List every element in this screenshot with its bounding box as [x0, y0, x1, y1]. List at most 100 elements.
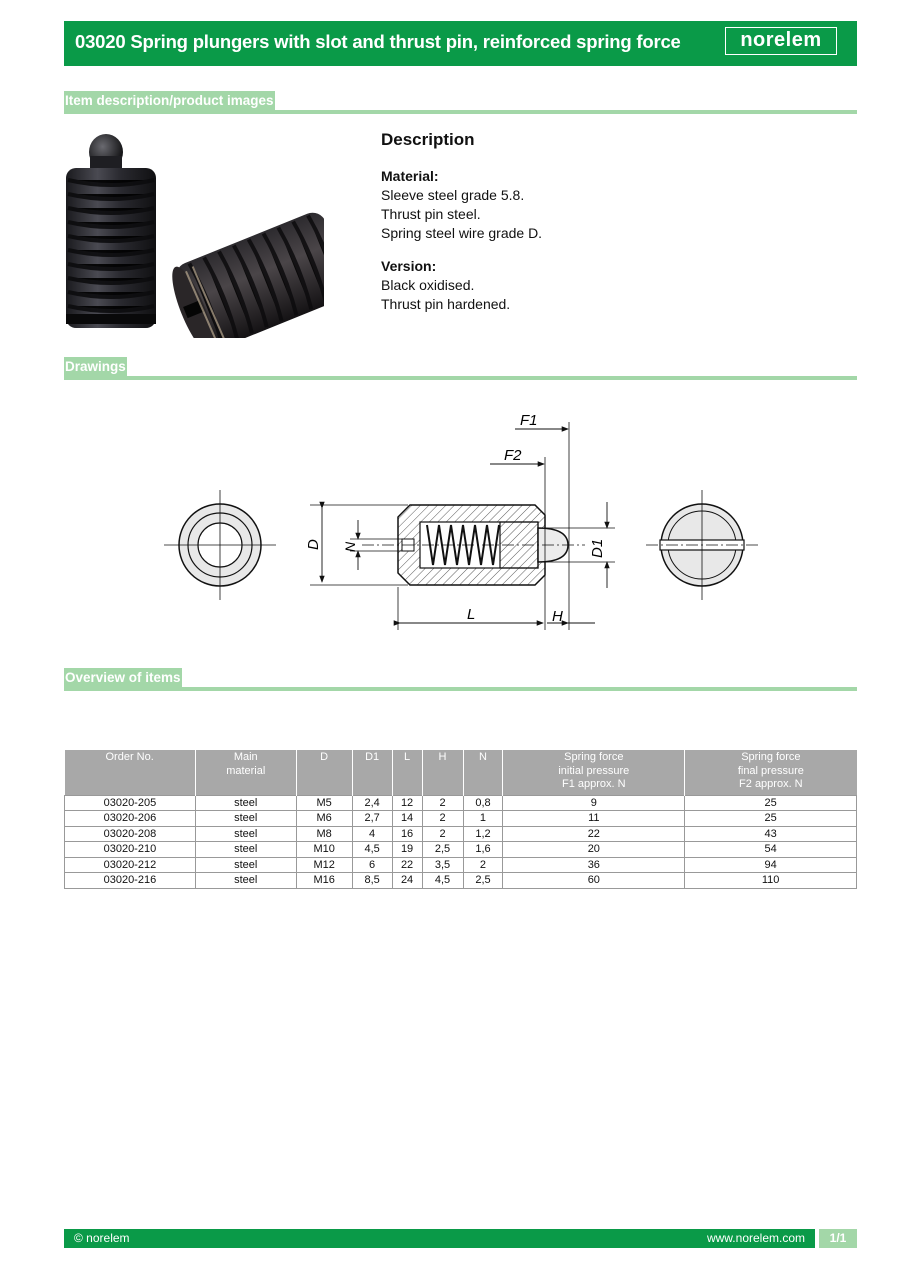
- table-header-line: initial pressure: [558, 764, 630, 777]
- table-cell: 03020-205: [64, 794, 196, 811]
- page-title: 03020 Spring plungers with slot and thru…: [75, 31, 681, 52]
- table-cell: 03020-216: [64, 872, 196, 889]
- table-cell: 3,5: [421, 856, 464, 873]
- table-cell: 2,4: [351, 794, 393, 811]
- description-heading: Description: [381, 130, 475, 149]
- table-cell: 94: [684, 856, 857, 873]
- table-cell: 22: [391, 856, 423, 873]
- material-line: Spring steel wire grade D.: [381, 225, 543, 241]
- table-header-line: D1: [365, 751, 380, 763]
- table-cell: M8: [295, 825, 353, 842]
- table-cell: 60: [502, 872, 686, 889]
- table-cell: steel: [194, 825, 297, 842]
- table-cell: 110: [684, 872, 857, 889]
- table-cell: steel: [194, 810, 297, 827]
- dim-label-f2: F2: [504, 447, 522, 464]
- table-header-cell: L: [391, 750, 423, 795]
- table-cell: 25: [684, 810, 857, 827]
- dim-label-l: L: [467, 606, 475, 623]
- table-header-line: L: [404, 751, 411, 763]
- table-header-line: material: [226, 764, 266, 777]
- table-cell: 22: [502, 825, 686, 842]
- table-cell: 36: [502, 856, 686, 873]
- end-view-right: [646, 490, 758, 600]
- table-header-line: Spring force: [564, 751, 624, 763]
- table-cell: 2: [421, 810, 464, 827]
- table-header-cell: N: [462, 750, 503, 795]
- table-cell: steel: [194, 841, 297, 858]
- dim-label-d1: D1: [589, 539, 606, 558]
- table-cell: 1: [462, 810, 504, 827]
- table-header-line: N: [479, 751, 487, 763]
- footer-page-number: 1/1: [819, 1229, 857, 1248]
- dim-label-f1: F1: [520, 412, 538, 429]
- dim-label-n: N: [342, 541, 358, 552]
- table-header-line: F1 approx. N: [562, 778, 626, 790]
- table-cell: 1,2: [462, 825, 504, 842]
- section-divider: [64, 687, 857, 691]
- table-cell: steel: [194, 872, 297, 889]
- table-header-line: Order No.: [105, 751, 154, 763]
- table-cell: 2,5: [421, 841, 464, 858]
- description-panel: Description Material: Sleeve steel grade…: [381, 130, 542, 328]
- table-header-line: Main: [233, 751, 258, 763]
- table-cell: M6: [295, 810, 353, 827]
- end-view-left: [164, 490, 276, 600]
- section-drawings-label: Drawings: [64, 357, 127, 376]
- table-cell: 2: [462, 856, 504, 873]
- page-header: 03020 Spring plungers with slot and thru…: [64, 21, 857, 66]
- table-header-line: H: [438, 751, 447, 763]
- table-cell: M10: [295, 841, 353, 858]
- table-cell: 03020-208: [64, 825, 196, 842]
- table-header-cell: D: [295, 750, 353, 795]
- table-header-line: Spring force: [741, 751, 801, 763]
- section-divider: [64, 110, 857, 114]
- footer-website-link[interactable]: www.norelem.com: [706, 1231, 805, 1245]
- table-cell: 8,5: [351, 872, 393, 889]
- table-cell: 19: [391, 841, 423, 858]
- table-cell: M12: [295, 856, 353, 873]
- footer-separator: [815, 1229, 819, 1248]
- table-cell: M5: [295, 794, 353, 811]
- table-header-cell: D1: [351, 750, 393, 795]
- table-cell: 2,5: [462, 872, 504, 889]
- table-header-line: final pressure: [737, 764, 804, 777]
- version-line: Black oxidised.: [381, 277, 475, 293]
- table-cell: 20: [502, 841, 686, 858]
- table-cell: 03020-212: [64, 856, 196, 873]
- table-cell: steel: [194, 794, 297, 811]
- table-cell: 2: [421, 794, 464, 811]
- table-cell: 4,5: [351, 841, 393, 858]
- material-line: Thrust pin steel.: [381, 206, 481, 222]
- table-cell: 12: [391, 794, 423, 811]
- table-cell: 16: [391, 825, 423, 842]
- table-cell: 4: [351, 825, 393, 842]
- page-footer: © norelem www.norelem.com 1/1: [64, 1229, 857, 1248]
- table-cell: 9: [502, 794, 686, 811]
- table-cell: 2: [421, 825, 464, 842]
- table-cell: 03020-210: [64, 841, 196, 858]
- section-divider: [64, 376, 857, 380]
- table-cell: 03020-206: [64, 810, 196, 827]
- product-image: [66, 134, 324, 338]
- table-cell: 24: [391, 872, 423, 889]
- table-cell: 2,7: [351, 810, 393, 827]
- table-header-cell: Order No.: [64, 750, 196, 795]
- table-header-line: D: [320, 751, 329, 763]
- section-item-description-label: Item description/product images: [64, 91, 275, 110]
- table-cell: 1,6: [462, 841, 504, 858]
- version-line: Thrust pin hardened.: [381, 296, 511, 312]
- table-cell: 11: [502, 810, 686, 827]
- technical-drawing: F1 F2 D N D1 L H: [164, 412, 758, 630]
- material-line: Sleeve steel grade 5.8.: [381, 187, 525, 203]
- version-label: Version:: [381, 258, 437, 274]
- table-cell: 14: [391, 810, 423, 827]
